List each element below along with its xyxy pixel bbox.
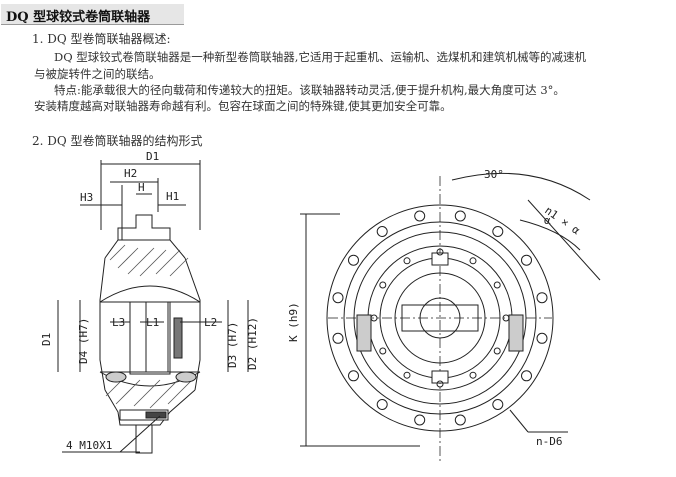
inner-hole xyxy=(403,257,411,265)
inner-hole xyxy=(370,314,378,322)
inner-hole xyxy=(436,248,444,256)
bolt-hole xyxy=(454,210,466,222)
label-D3: D3 (H7) xyxy=(226,322,239,368)
label-bolt-note: 4 M10X1 xyxy=(66,439,112,452)
label-L2: L2 xyxy=(204,316,217,329)
bolt-hole xyxy=(332,292,344,304)
flange-bolt-holes xyxy=(332,210,548,426)
inner-hole xyxy=(436,380,444,388)
bolt-hole xyxy=(376,399,388,410)
section1-para2-line2: 安装精度越高对联轴器寿命越有利。包容在球面之间的特殊键,使其更加安全可靠。 xyxy=(34,99,452,113)
label-angle: 30° xyxy=(484,168,504,181)
bolt-hole xyxy=(492,399,504,410)
label-H: H xyxy=(138,181,145,194)
bolt-hole xyxy=(376,226,388,237)
end-view: K (h9) 30° n1 × α α n-D6 xyxy=(287,168,601,462)
bolt-hole xyxy=(414,210,426,222)
inner-hole xyxy=(493,347,501,355)
label-nD6: n-D6 xyxy=(536,435,563,448)
bolt-hole xyxy=(348,254,359,266)
label-H1: H1 xyxy=(166,190,179,203)
bolt-hole xyxy=(454,414,466,426)
label-D2: D2 (H12) xyxy=(246,317,259,370)
bolt-hole xyxy=(536,332,548,344)
inner-hole xyxy=(469,371,477,379)
inner-hole xyxy=(493,281,501,289)
inner-hole xyxy=(403,371,411,379)
label-K: K (h9) xyxy=(287,302,300,342)
bolt-hole xyxy=(348,370,359,382)
bolt-hole xyxy=(492,226,504,237)
section1-heading: 1. DQ 型卷筒联轴器概述: xyxy=(32,32,171,46)
label-H3: H3 xyxy=(80,191,93,204)
label-D4: D4 (H7) xyxy=(77,318,90,364)
label-D1-left: D1 xyxy=(40,333,53,346)
bolt-hole xyxy=(414,414,426,426)
label-alpha: α xyxy=(544,214,551,227)
bolt-hole xyxy=(536,292,548,304)
inner-hole xyxy=(469,257,477,265)
section2-heading: 2. DQ 型卷筒联轴器的结构形式 xyxy=(32,134,203,148)
section1-para1-line1: DQ 型球铰式卷筒联轴器是一种新型卷筒联轴器,它适用于起重机、运输机、选煤机和建… xyxy=(54,50,586,64)
inner-hole xyxy=(502,314,510,322)
section-view: D1 H2 H H3 H1 xyxy=(40,150,259,454)
inner-hole xyxy=(379,281,387,289)
title-bar: DQ 型球铰式卷筒联轴器 xyxy=(1,4,184,25)
label-D1-top: D1 xyxy=(146,150,159,163)
bolt-hole xyxy=(521,254,532,266)
label-L1: L1 xyxy=(146,316,159,329)
section1-para1-line2: 与被旋转件之间的联结。 xyxy=(34,67,161,81)
bolt-hole xyxy=(521,370,532,382)
page-title: DQ 型球铰式卷筒联轴器 xyxy=(6,10,151,25)
bolt-hole xyxy=(332,332,344,344)
label-L3: L3 xyxy=(112,316,125,329)
label-H2: H2 xyxy=(124,167,137,180)
inner-hole xyxy=(379,347,387,355)
section1-para2-line1: 特点:能承载很大的径向载荷和传递较大的扭矩。该联轴器转动灵活,便于提升机构,最大… xyxy=(54,83,565,97)
